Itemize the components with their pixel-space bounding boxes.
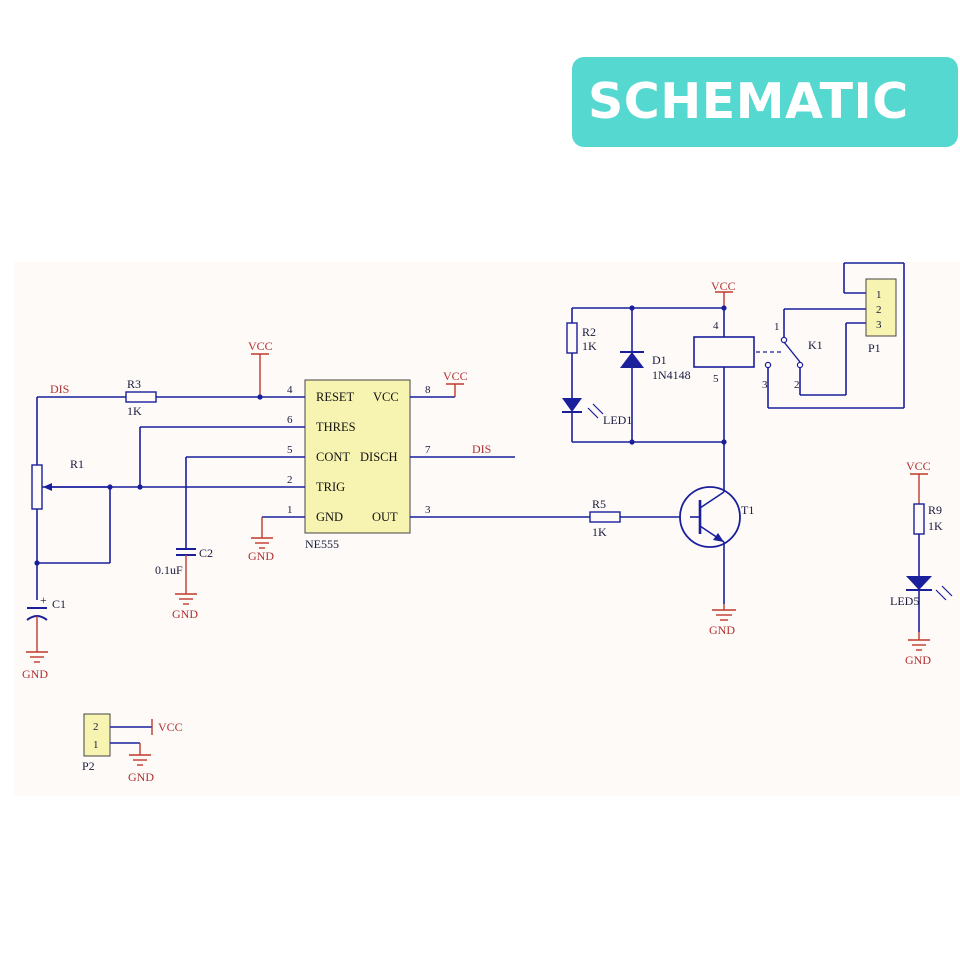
svg-text:4: 4 <box>713 320 719 332</box>
svg-text:1: 1 <box>93 739 99 751</box>
resistor-r3: R3 1K <box>37 377 265 418</box>
resistor-r5: R5 1K <box>589 497 690 539</box>
svg-text:GND: GND <box>905 653 931 667</box>
svg-text:1: 1 <box>774 321 780 333</box>
led-led5: LED5 <box>890 576 953 632</box>
svg-text:T1: T1 <box>741 503 754 517</box>
led-led1: LED1 <box>562 398 632 442</box>
schematic-sheet <box>14 262 960 796</box>
svg-text:LED1: LED1 <box>603 413 632 427</box>
gnd-symbol-led5: GND <box>905 632 931 667</box>
svg-text:VCC: VCC <box>906 459 931 473</box>
svg-text:0.1uF: 0.1uF <box>155 563 183 577</box>
connector-p2: 2 1 P2 VCC GND <box>82 713 183 784</box>
svg-text:P2: P2 <box>82 759 95 773</box>
svg-text:1: 1 <box>876 289 882 301</box>
pin-name-out: OUT <box>372 510 398 524</box>
svg-text:D1: D1 <box>652 353 667 367</box>
capacitor-c2: C2 0.1uF GND <box>155 457 213 621</box>
vcc-symbol-ic: VCC <box>443 369 468 397</box>
pin-num-6: 6 <box>287 414 293 426</box>
connector-p1: 1 2 3 P1 <box>865 278 897 355</box>
net-label-dis-left: DIS <box>50 382 69 396</box>
svg-text:1K: 1K <box>592 525 607 539</box>
svg-text:3: 3 <box>762 379 768 391</box>
svg-text:2: 2 <box>93 721 99 733</box>
svg-text:VCC: VCC <box>158 720 183 734</box>
svg-text:P1: P1 <box>868 341 881 355</box>
resistor-r9: R9 1K <box>913 503 943 576</box>
transistor-t1: T1 <box>679 442 754 604</box>
svg-text:VCC: VCC <box>711 279 736 293</box>
svg-text:R9: R9 <box>928 503 942 517</box>
svg-text:3: 3 <box>876 319 882 331</box>
resistor-r2: R2 1K <box>566 308 597 398</box>
svg-text:5: 5 <box>713 373 719 385</box>
pin-num-5: 5 <box>287 444 293 456</box>
svg-text:GND: GND <box>128 770 154 784</box>
pin-name-cont: CONT <box>316 450 350 464</box>
svg-text:1K: 1K <box>127 404 142 418</box>
ne555-ic: RESET THRES CONT TRIG GND VCC DISCH OUT … <box>37 379 590 551</box>
pin-num-8: 8 <box>425 384 431 396</box>
pin-num-4: 4 <box>287 384 293 396</box>
badge-title: SCHEMATIC <box>588 73 909 130</box>
pin-name-thres: THRES <box>316 420 356 434</box>
pin-name-reset: RESET <box>316 390 355 404</box>
gnd-symbol-ic: GND <box>248 517 274 563</box>
svg-text:2: 2 <box>794 379 800 391</box>
vcc-symbol-reset: VCC <box>248 339 273 400</box>
svg-text:VCC: VCC <box>443 369 468 383</box>
pin-name-gnd: GND <box>316 510 343 524</box>
pin-num-3: 3 <box>425 504 431 516</box>
svg-text:GND: GND <box>172 607 198 621</box>
diode-d1: D1 1N4148 <box>620 308 691 442</box>
net-label-dis-right: DIS <box>472 442 491 456</box>
relay-k1: 4 5 1 3 2 K1 <box>693 262 905 442</box>
pin-num-1: 1 <box>287 504 293 516</box>
svg-text:C2: C2 <box>199 546 213 560</box>
gnd-symbol-transistor: GND <box>709 604 736 637</box>
svg-text:+: + <box>40 593 47 607</box>
schematic-badge <box>572 57 958 147</box>
pin-name-trig: TRIG <box>316 480 345 494</box>
svg-text:2: 2 <box>876 304 882 316</box>
capacitor-c1: + C1 GND <box>22 593 66 681</box>
svg-text:GND: GND <box>709 623 735 637</box>
svg-text:VCC: VCC <box>248 339 273 353</box>
potentiometer-r1: R1 <box>31 397 110 600</box>
svg-text:R2: R2 <box>582 325 596 339</box>
pin-num-2: 2 <box>287 474 293 486</box>
svg-text:GND: GND <box>22 667 48 681</box>
pin-num-7: 7 <box>425 444 431 456</box>
svg-text:R3: R3 <box>127 377 141 391</box>
pin-name-vcc: VCC <box>373 390 399 404</box>
svg-text:R1: R1 <box>70 457 84 471</box>
svg-text:1K: 1K <box>582 339 597 353</box>
svg-text:R5: R5 <box>592 497 606 511</box>
svg-text:LED5: LED5 <box>890 594 919 608</box>
svg-text:K1: K1 <box>808 338 823 352</box>
svg-text:C1: C1 <box>52 597 66 611</box>
vcc-symbol-led5: VCC <box>906 459 931 504</box>
vcc-symbol-relay: VCC <box>711 279 736 308</box>
pin-name-disch: DISCH <box>360 450 398 464</box>
svg-text:1N4148: 1N4148 <box>652 368 691 382</box>
svg-text:1K: 1K <box>928 519 943 533</box>
svg-text:GND: GND <box>248 549 274 563</box>
ic-ref-label: NE555 <box>305 537 339 551</box>
